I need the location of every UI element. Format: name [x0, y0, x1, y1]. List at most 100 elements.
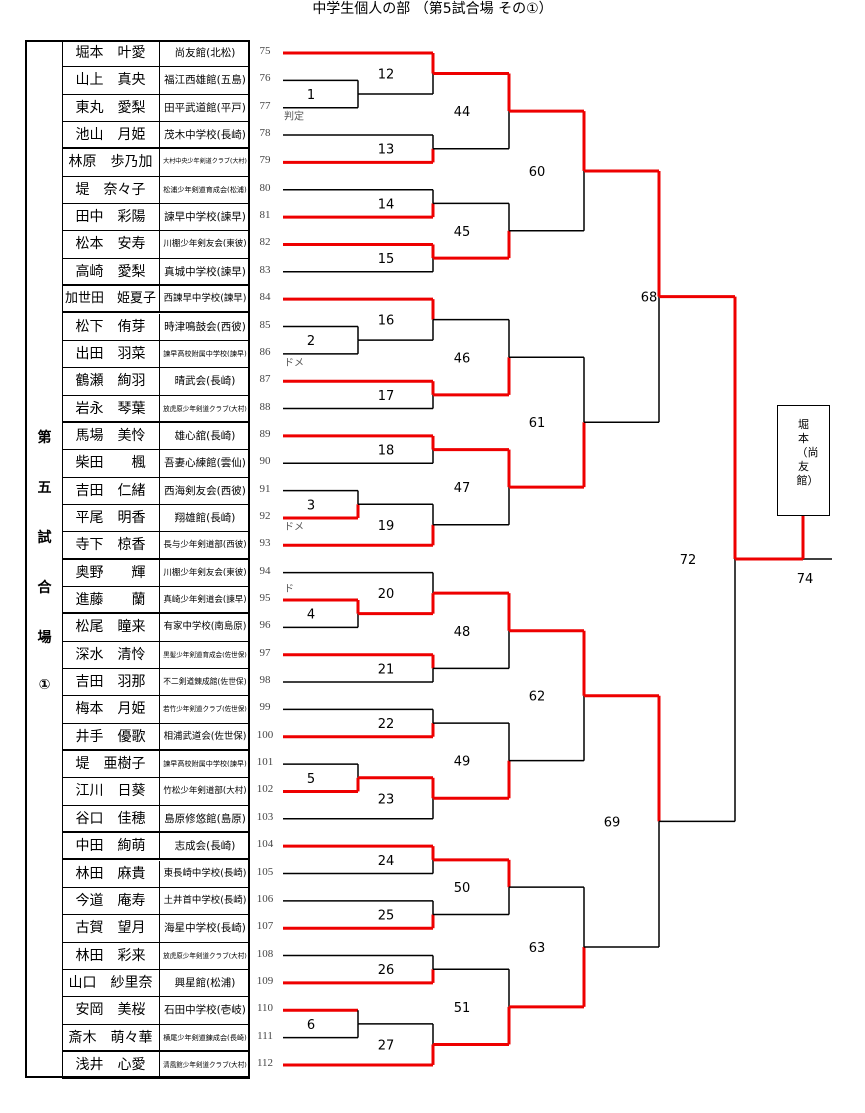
- court-label-char: 試: [37, 530, 52, 546]
- match-number: 50: [454, 881, 471, 896]
- player-club: 放虎原少年剣道クラブ(大村): [163, 404, 247, 413]
- entry-row: 東丸 愛梨田平武道館(平戸): [62, 94, 250, 123]
- player-name: 江川 日葵: [62, 778, 160, 805]
- player-club: 西海剣友会(西彼): [164, 484, 246, 497]
- player-club: 長与少年剣道部(西彼): [163, 540, 247, 551]
- player-club: 黒髪少年剣道育成会(佐世保): [163, 650, 247, 659]
- player-name: 堤 亜樹子: [62, 751, 160, 778]
- final-match-number: 74: [797, 572, 814, 587]
- player-club: 志成会(長崎): [174, 840, 236, 853]
- player-club: 清風館少年剣道クラブ(大村): [163, 1060, 247, 1069]
- entry-row: 堤 奈々子松浦少年剣道育成会(松浦): [62, 176, 250, 205]
- player-club: 西諫早中学校(諫早): [163, 293, 247, 305]
- player-club: 川棚少年剣友会(東彼): [163, 567, 247, 578]
- match-number: 23: [378, 792, 395, 807]
- match-number: 61: [529, 416, 546, 431]
- match-number: 63: [529, 941, 546, 956]
- player-name: 斎木 萌々華: [62, 1024, 160, 1050]
- match-number: 47: [454, 481, 471, 496]
- entry-row: 江川 日葵竹松少年剣道部(大村): [62, 778, 250, 806]
- seed-number: 91: [259, 482, 271, 495]
- player-club: 川棚少年剣友会(東彼): [163, 239, 247, 250]
- decision-note: ドメ: [284, 358, 304, 369]
- player-name: 堀本 叶愛: [62, 40, 160, 67]
- seed-number: 93: [259, 537, 271, 550]
- player-club: 石田中学校(壱岐): [164, 1004, 246, 1017]
- player-club: 吾妻心練館(雲仙): [164, 457, 246, 470]
- player-club: 島原修悠館(島原): [164, 812, 246, 825]
- player-club: 翔雄館(長崎): [174, 511, 236, 524]
- seed-number: 105: [256, 865, 274, 878]
- player-name: 岩永 琴葉: [62, 395, 160, 421]
- match-number: 17: [378, 389, 395, 404]
- court-label-char: 場: [37, 630, 52, 646]
- player-club: 大村中央少年剣道クラブ(大村): [163, 158, 247, 166]
- player-club: 真城中学校(諫早): [164, 265, 246, 278]
- entry-row: 鶴瀬 絢羽晴武会(長崎): [62, 368, 250, 396]
- seed-number: 88: [259, 400, 271, 413]
- player-club: 田平武道館(平戸): [164, 101, 246, 114]
- seed-number: 102: [256, 783, 274, 796]
- entry-row: 松尾 瞳来有家中学校(南島原): [62, 614, 250, 642]
- player-club: 横尾少年剣道錬成会(長崎): [163, 1032, 247, 1042]
- match-number: 18: [378, 444, 395, 459]
- entry-row: 出田 羽菜諫早高校附属中学校(諫早): [62, 340, 250, 369]
- player-name: 平尾 明香: [62, 504, 160, 532]
- seed-number: 84: [259, 291, 271, 304]
- entry-row: 山口 紗里奈興星館(松浦): [62, 969, 250, 998]
- match-number: 21: [378, 662, 395, 677]
- entry-row: 堀本 叶愛尚友館(北松): [62, 40, 250, 68]
- entry-row: 斎木 萌々華横尾少年剣道錬成会(長崎): [62, 1024, 250, 1052]
- player-name: 古賀 望月: [62, 915, 160, 942]
- match-number: 19: [378, 519, 395, 534]
- seed-number: 82: [259, 236, 271, 249]
- player-name: 山口 紗里奈: [62, 969, 160, 997]
- seed-number: 111: [257, 1029, 273, 1042]
- match-number: 3: [307, 498, 315, 513]
- decision-note: 判定: [284, 110, 304, 123]
- seed-number: 83: [259, 263, 271, 276]
- seed-number: 101: [256, 756, 274, 769]
- player-club: 若竹少年剣道クラブ(佐世保): [163, 705, 247, 714]
- match-number: 20: [378, 587, 395, 602]
- player-name: 松本 安寿: [62, 231, 160, 258]
- seed-number: 108: [256, 947, 274, 960]
- entry-row: 馬場 美怜雄心舘(長崎): [62, 422, 250, 451]
- match-number: 45: [454, 225, 471, 240]
- entry-row: 井手 優歌相浦武道会(佐世保): [62, 723, 250, 752]
- match-number: 62: [529, 690, 546, 705]
- seed-number: 89: [259, 427, 271, 440]
- decision-note: ドメ: [284, 522, 304, 533]
- seed-number: 107: [256, 920, 274, 933]
- match-number: 51: [454, 1001, 471, 1016]
- match-number: 48: [454, 625, 471, 640]
- player-name: 奥野 輝: [62, 559, 160, 586]
- player-club: 海星中学校(長崎): [164, 922, 246, 935]
- seed-number: 97: [259, 646, 271, 659]
- player-name: 松下 侑芽: [62, 313, 160, 340]
- entry-row: 柴田 楓吾妻心練館(雲仙): [62, 450, 250, 478]
- entry-row: 奥野 輝川棚少年剣友会(東彼): [62, 559, 250, 587]
- match-number: 5: [307, 772, 315, 787]
- seed-number: 100: [256, 728, 274, 741]
- player-name: 今道 庵寿: [62, 887, 160, 915]
- decision-note: ド: [284, 584, 294, 595]
- seed-number: 85: [259, 318, 271, 331]
- player-name: 東丸 愛梨: [62, 94, 160, 122]
- seed-number: 94: [259, 564, 271, 577]
- player-club: 諫早高校附属中学校(諫早): [163, 348, 247, 358]
- player-name: 高崎 愛梨: [62, 258, 160, 285]
- match-number: 6: [307, 1018, 315, 1033]
- player-name: 林田 彩来: [62, 942, 160, 969]
- seed-number: 109: [256, 974, 274, 987]
- player-club: 放虎原少年剣道クラブ(大村): [163, 951, 247, 960]
- match-number: 4: [307, 608, 315, 623]
- seed-number: 79: [259, 154, 271, 167]
- court-label-char: 第: [37, 430, 52, 446]
- player-name: 寺下 椋香: [62, 532, 160, 558]
- seed-number: 110: [256, 1002, 274, 1015]
- player-name: 松尾 瞳来: [62, 614, 160, 641]
- page-title: 中学生個人の部 （第5試合場 その①）: [312, 1, 553, 17]
